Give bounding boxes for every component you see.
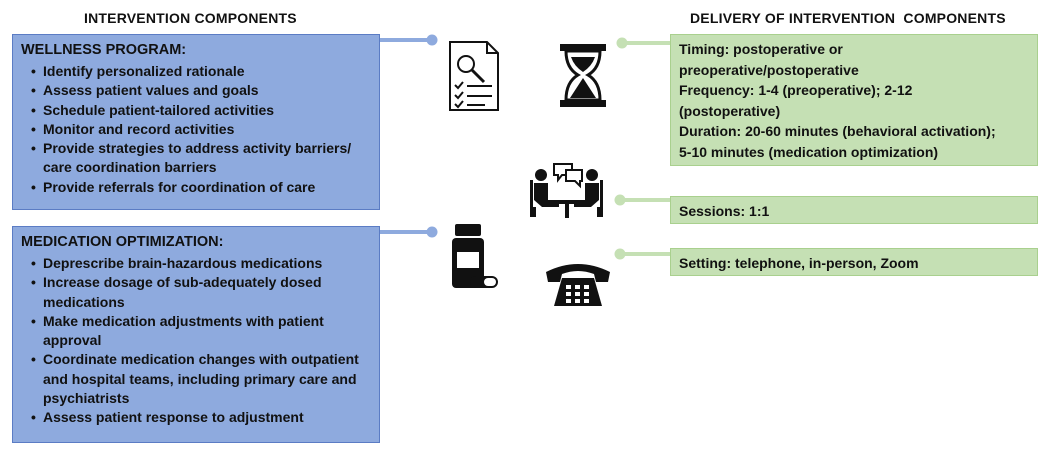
sessions-text: Sessions: 1:1 [679, 203, 770, 219]
medication-optimization-title: MEDICATION OPTIMIZATION: [21, 234, 224, 250]
wellness-program-list: Identify personalized rationale Assess p… [21, 62, 371, 197]
pill-bottle-icon [452, 224, 498, 288]
delivery-components-heading: DELIVERY OF INTERVENTION COMPONENTS [690, 10, 1006, 26]
wellness-connector-dot [426, 34, 438, 46]
timing-frequency-duration-box: Timing: postoperative or preoperative/po… [670, 34, 1038, 166]
list-item: Coordinate medication changes with outpa… [31, 350, 371, 408]
setting-text: Setting: telephone, in-person, Zoom [679, 255, 919, 271]
wellness-program-title: WELLNESS PROGRAM: [21, 42, 187, 58]
timing-line: preoperative/postoperative [679, 61, 859, 78]
duration-line: 5-10 minutes (medication optimization) [679, 143, 939, 160]
list-item: Make medication adjustments with patient… [31, 312, 371, 351]
timing-connector-dot [616, 37, 628, 49]
setting-box: Setting: telephone, in-person, Zoom [670, 248, 1038, 276]
duration-line: Duration: 20-60 minutes (behavioral acti… [679, 123, 996, 139]
list-item: Monitor and record activities [31, 120, 371, 140]
frequency-line: (postoperative) [679, 102, 781, 119]
wellness-program-box: WELLNESS PROGRAM: Identify personalized … [12, 34, 380, 210]
hourglass-icon [560, 44, 606, 107]
medication-connector-dot [426, 226, 438, 238]
list-item: Deprescribe brain-hazardous medications [31, 254, 371, 274]
intervention-components-heading: INTERVENTION COMPONENTS [84, 10, 297, 26]
list-item: Provide strategies to address activity b… [31, 139, 371, 178]
setting-connector-dot [614, 248, 626, 260]
list-item: Assess patient response to adjustment [31, 408, 371, 428]
list-item: Provide referrals for coordination of ca… [31, 178, 371, 198]
timing-line: Timing: postoperative or [679, 41, 843, 57]
list-item: Schedule patient-tailored activities [31, 101, 371, 121]
checklist-magnifier-icon [449, 41, 499, 111]
list-item: Identify personalized rationale [31, 62, 371, 82]
list-item: Assess patient values and goals [31, 81, 371, 101]
telephone-icon [546, 264, 610, 306]
frequency-line: Frequency: 1-4 (preoperative); 2-12 [679, 82, 913, 98]
sessions-connector-dot [614, 194, 626, 206]
medication-optimization-list: Deprescribe brain-hazardous medications … [21, 254, 371, 428]
conversation-icon [530, 163, 603, 218]
list-item: Increase dosage of sub-adequately dosed … [31, 273, 371, 312]
sessions-box: Sessions: 1:1 [670, 196, 1038, 224]
medication-optimization-box: MEDICATION OPTIMIZATION: Deprescribe bra… [12, 226, 380, 443]
